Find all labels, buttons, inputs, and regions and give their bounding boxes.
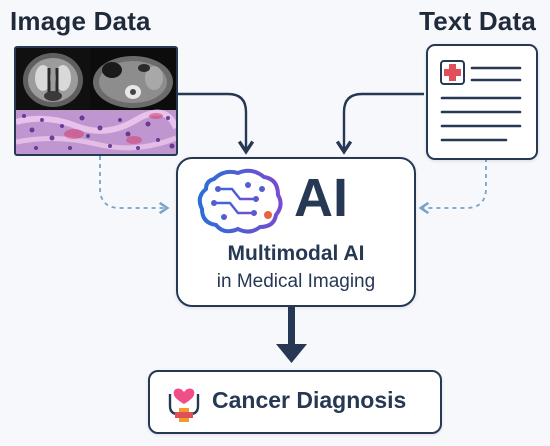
histology-image	[16, 109, 176, 154]
cancer-diagnosis-label: Cancer Diagnosis	[212, 387, 407, 413]
arrow-ai-to-diagnosis	[276, 306, 307, 363]
image-data-title: Image Data	[10, 6, 151, 36]
center-title: Multimodal AI	[227, 242, 365, 265]
stethoscope-heart-icon	[168, 388, 200, 422]
center-subtitle: in Medical Imaging	[216, 271, 376, 292]
multimodal-ai-box: AI Multimodal AI in Medical Imaging	[176, 157, 416, 307]
ct-scan-image	[90, 48, 176, 110]
ai-brain-icon	[197, 168, 283, 234]
medical-document-icon	[426, 44, 538, 160]
ai-label: AI	[294, 168, 348, 228]
medical-cross-icon	[440, 60, 465, 85]
arrow-text-to-ai	[335, 92, 424, 155]
mri-scan-image	[16, 48, 90, 110]
cancer-diagnosis-box: Cancer Diagnosis	[148, 370, 442, 434]
arrow-image-to-ai	[176, 92, 255, 155]
text-data-title: Text Data	[419, 6, 536, 36]
dashed-arrow-left	[99, 156, 170, 215]
dashed-arrow-right	[418, 158, 487, 215]
image-data-panel	[14, 46, 178, 156]
